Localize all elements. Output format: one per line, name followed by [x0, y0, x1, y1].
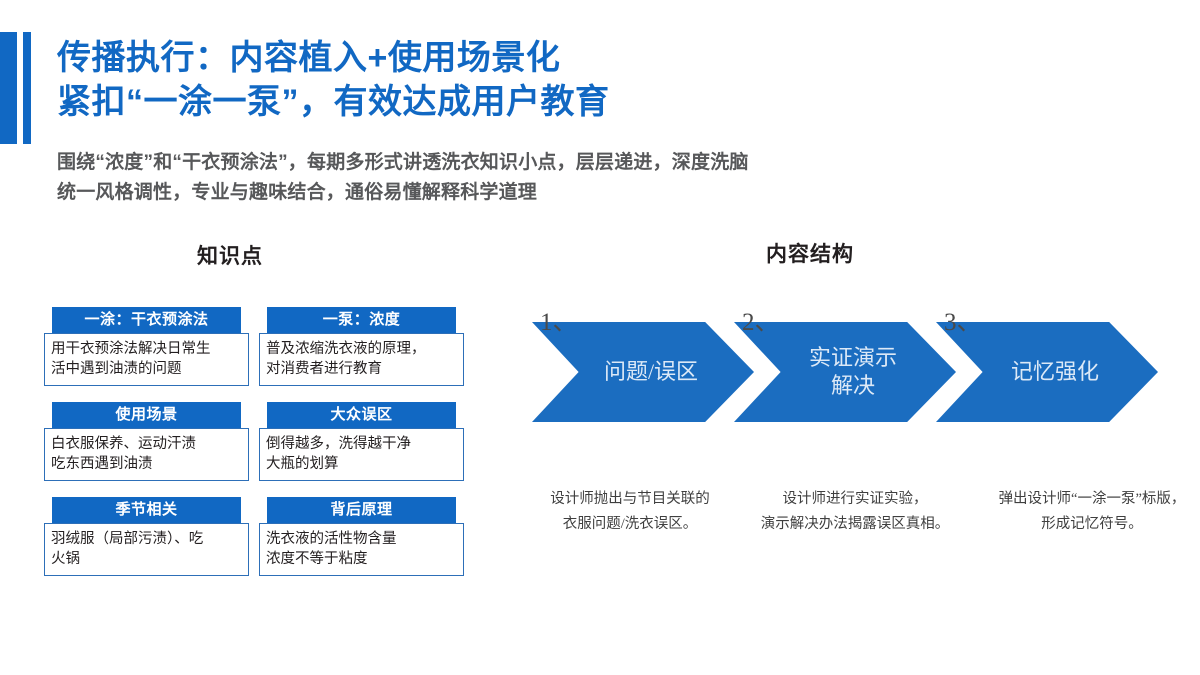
- title-accent-bar-thin: [23, 32, 31, 144]
- flow-caption-line-1: 设计师抛出与节目关联的: [550, 491, 710, 507]
- knowledge-card-header: 季节相关: [52, 497, 241, 523]
- section-heading-knowledge: 知识点: [197, 245, 263, 268]
- page-subtitle: 围绕“浓度”和“干衣预涂法”，每期多形式讲透洗衣知识小点，层层递进，深度洗脑 统…: [57, 148, 1177, 208]
- knowledge-card-body: 用干衣预涂法解决日常生 活中遇到油渍的问题: [44, 333, 249, 386]
- flow-step-label: 实证演示 解决: [808, 345, 897, 398]
- flow-caption-line-1: 弹出设计师“一涂一泵”标版，: [998, 491, 1186, 507]
- flow-step-label: 问题/误区: [603, 359, 699, 384]
- knowledge-card-body-line-2: 吃东西遇到油渍: [51, 456, 153, 472]
- flow-step-number: 2、: [742, 309, 780, 336]
- page-title: 传播执行：内容植入+使用场景化 紧扣“一涂一泵”，有效达成用户教育: [57, 36, 1157, 124]
- flow-step-number: 1、: [540, 309, 578, 336]
- knowledge-card-header: 使用场景: [52, 402, 241, 428]
- knowledge-card-body: 倒得越多，洗得越干净 大瓶的划算: [259, 428, 464, 481]
- knowledge-card[interactable]: 季节相关 羽绒服（局部污渍）、吃 火锅: [44, 497, 249, 576]
- knowledge-card[interactable]: 一涂：干衣预涂法 用干衣预涂法解决日常生 活中遇到油渍的问题: [44, 307, 249, 386]
- knowledge-card-body: 白衣服保养、运动汗渍 吃东西遇到油渍: [44, 428, 249, 481]
- knowledge-card-body: 洗衣液的活性物含量 浓度不等于粘度: [259, 523, 464, 576]
- page-subtitle-line-1: 围绕“浓度”和“干衣预涂法”，每期多形式讲透洗衣知识小点，层层递进，深度洗脑: [57, 152, 749, 173]
- page-subtitle-line-2: 统一风格调性，专业与趣味结合，通俗易懂解释科学道理: [57, 182, 538, 203]
- knowledge-card-header: 大众误区: [267, 402, 456, 428]
- flow-caption: 设计师进行实证实验， 演示解决办法揭露误区真相。: [740, 487, 970, 537]
- knowledge-card-body-line-1: 普及浓缩洗衣液的原理，: [266, 341, 426, 357]
- flow-caption-line-2: 演示解决办法揭露误区真相。: [760, 516, 950, 532]
- flow-step-label: 记忆强化: [1010, 359, 1099, 384]
- knowledge-card[interactable]: 背后原理 洗衣液的活性物含量 浓度不等于粘度: [259, 497, 464, 576]
- flow-step[interactable]: 1、 问题/误区: [532, 309, 754, 422]
- knowledge-card-body-line-2: 大瓶的划算: [266, 456, 339, 472]
- knowledge-card[interactable]: 大众误区 倒得越多，洗得越干净 大瓶的划算: [259, 402, 464, 481]
- knowledge-card-body-line-1: 羽绒服（局部污渍）、吃: [51, 531, 204, 547]
- content-structure-flow: 1、 问题/误区 2、 实证演示 解决 3、 记忆强化: [532, 300, 1192, 440]
- flow-caption: 设计师抛出与节目关联的 衣服问题/洗衣误区。: [520, 487, 740, 537]
- knowledge-card-header: 背后原理: [267, 497, 456, 523]
- knowledge-card-body-line-1: 用干衣预涂法解决日常生: [51, 341, 211, 357]
- flow-caption-line-2: 衣服问题/洗衣误区。: [562, 516, 698, 532]
- knowledge-card-body-line-2: 浓度不等于粘度: [266, 551, 368, 567]
- knowledge-card-body-line-2: 火锅: [51, 551, 80, 567]
- page-title-line-1: 传播执行：内容植入+使用场景化: [57, 39, 561, 77]
- knowledge-card-body: 羽绒服（局部污渍）、吃 火锅: [44, 523, 249, 576]
- knowledge-card-body-line-1: 白衣服保养、运动汗渍: [51, 436, 196, 452]
- section-heading-structure: 内容结构: [766, 243, 854, 266]
- knowledge-point-card-grid: 一涂：干衣预涂法 用干衣预涂法解决日常生 活中遇到油渍的问题 一泵：浓度 普及浓…: [44, 307, 464, 576]
- flow-step[interactable]: 2、 实证演示 解决: [734, 309, 956, 422]
- flow-caption-row: 设计师抛出与节目关联的 衣服问题/洗衣误区。 设计师进行实证实验， 演示解决办法…: [520, 487, 1190, 537]
- knowledge-card-body: 普及浓缩洗衣液的原理， 对消费者进行教育: [259, 333, 464, 386]
- knowledge-card[interactable]: 一泵：浓度 普及浓缩洗衣液的原理， 对消费者进行教育: [259, 307, 464, 386]
- knowledge-card[interactable]: 使用场景 白衣服保养、运动汗渍 吃东西遇到油渍: [44, 402, 249, 481]
- knowledge-card-header: 一涂：干衣预涂法: [52, 307, 241, 333]
- knowledge-card-body-line-2: 对消费者进行教育: [266, 361, 382, 377]
- knowledge-card-header: 一泵：浓度: [267, 307, 456, 333]
- page-title-line-2: 紧扣“一涂一泵”，有效达成用户教育: [57, 83, 610, 121]
- flow-caption: 弹出设计师“一涂一泵”标版， 形成记忆符号。: [970, 487, 1200, 537]
- knowledge-card-body-line-2: 活中遇到油渍的问题: [51, 361, 182, 377]
- flow-step[interactable]: 3、 记忆强化: [936, 309, 1158, 422]
- flow-caption-line-1: 设计师进行实证实验，: [782, 491, 928, 507]
- knowledge-card-body-line-1: 洗衣液的活性物含量: [266, 531, 397, 547]
- flow-caption-line-2: 形成记忆符号。: [1041, 516, 1143, 532]
- title-accent-bar-thick: [0, 32, 17, 144]
- flow-step-number: 3、: [944, 309, 982, 336]
- knowledge-card-body-line-1: 倒得越多，洗得越干净: [266, 436, 411, 452]
